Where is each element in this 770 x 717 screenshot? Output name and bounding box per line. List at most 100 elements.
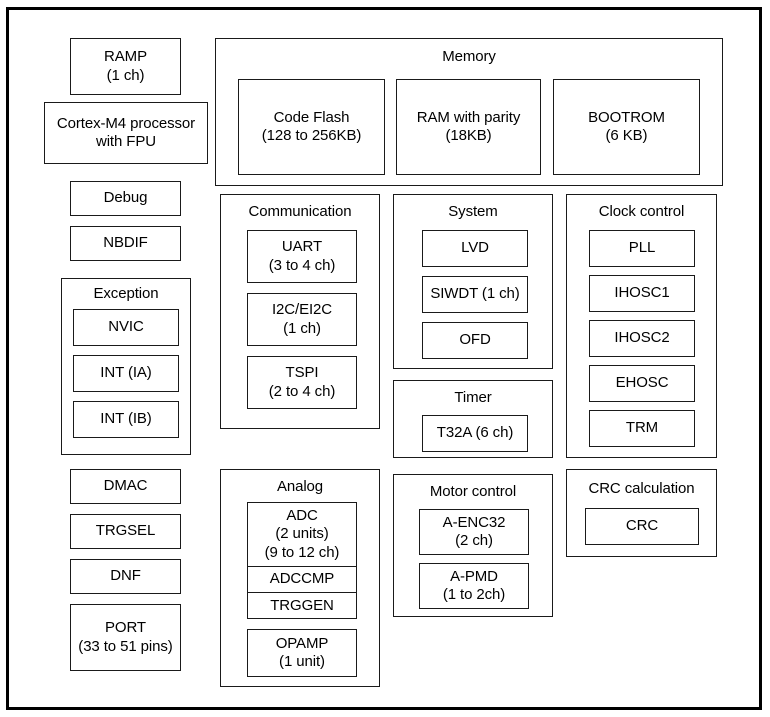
block-uart-line2: (3 to 4 ch) <box>268 256 336 274</box>
group-crc-calculation: CRC calculation CRC <box>566 469 717 557</box>
block-ofd: OFD <box>422 322 528 359</box>
block-nvic-label: NVIC <box>108 318 144 336</box>
group-timer: Timer T32A (6 ch) <box>393 380 553 458</box>
block-a-enc32-line1: A-ENC32 <box>442 513 506 531</box>
block-siwdt: SIWDT (1 ch) <box>422 276 528 313</box>
block-nvic: NVIC <box>73 309 179 346</box>
block-ramp-line2: (1 ch) <box>106 66 145 84</box>
block-opamp: OPAMP (1 unit) <box>247 629 357 677</box>
block-tspi-line1: TSPI <box>285 364 319 382</box>
block-opamp-line2: (1 unit) <box>279 653 325 670</box>
block-port-line1: PORT <box>105 619 146 637</box>
block-adc-line1: ADC <box>286 507 318 525</box>
group-system-caption: System <box>448 203 498 220</box>
block-debug-label: Debug <box>103 189 148 207</box>
block-a-pmd-line2: (1 to 2ch) <box>442 586 506 603</box>
chip-outer-frame: RAMP (1 ch) Cortex-M4 processor with FPU… <box>6 7 762 710</box>
block-dmac-label: DMAC <box>103 477 148 495</box>
block-ihosc2-label: IHOSC2 <box>614 329 670 347</box>
block-int-ib: INT (IB) <box>73 401 179 438</box>
block-ram-with-parity: RAM with parity (18KB) <box>396 79 541 175</box>
block-trggen-label: TRGGEN <box>270 596 334 614</box>
group-clock-control-caption: Clock control <box>598 203 685 220</box>
block-tspi-line2: (2 to 4 ch) <box>268 382 336 400</box>
block-uart: UART (3 to 4 ch) <box>247 230 357 283</box>
block-a-pmd: A-PMD (1 to 2ch) <box>419 563 529 609</box>
block-bootrom-line1: BOOTROM <box>588 108 665 126</box>
block-trm: TRM <box>589 410 695 447</box>
block-adc-stack: ADC (2 units) (9 to 12 ch) ADCCMP TRGGEN <box>247 502 357 619</box>
block-ihosc2: IHOSC2 <box>589 320 695 357</box>
block-t32a-label: T32A (6 ch) <box>436 424 514 442</box>
block-a-enc32-line2: (2 ch) <box>455 532 493 549</box>
block-bootrom-line2: (6 KB) <box>605 127 648 144</box>
block-ihosc1: IHOSC1 <box>589 275 695 312</box>
group-timer-caption: Timer <box>454 389 492 406</box>
block-i2c-line2: (1 ch) <box>283 319 321 337</box>
block-ehosc-label: EHOSC <box>615 374 669 392</box>
block-trgsel: TRGSEL <box>70 514 181 549</box>
block-crc-label: CRC <box>625 517 659 535</box>
block-adc: ADC (2 units) (9 to 12 ch) <box>248 503 356 567</box>
block-dnf: DNF <box>70 559 181 594</box>
block-ram-line1: RAM with parity <box>416 108 521 126</box>
block-port-line2: (33 to 51 pins) <box>78 637 173 655</box>
block-i2c-line1: I2C/EI2C <box>271 301 333 319</box>
block-cortex-m4-processor: Cortex-M4 processor with FPU <box>44 102 208 164</box>
block-ihosc1-label: IHOSC1 <box>614 284 670 302</box>
block-code-flash: Code Flash (128 to 256KB) <box>238 79 385 175</box>
block-int-ib-label: INT (IB) <box>100 410 152 428</box>
group-clock-control: Clock control PLL IHOSC1 IHOSC2 EHOSC TR… <box>566 194 717 458</box>
block-ramp-line1: RAMP <box>104 48 147 66</box>
block-code-flash-line2: (128 to 256KB) <box>261 127 362 144</box>
block-dnf-label: DNF <box>110 567 141 585</box>
group-system: System LVD SIWDT (1 ch) OFD <box>393 194 553 369</box>
group-exception: Exception NVIC INT (IA) INT (IB) <box>61 278 191 455</box>
group-motor-control: Motor control A-ENC32 (2 ch) A-PMD (1 to… <box>393 474 553 617</box>
block-ram-line2: (18KB) <box>445 127 492 144</box>
group-crc-caption: CRC calculation <box>588 480 695 497</box>
group-communication: Communication UART (3 to 4 ch) I2C/EI2C … <box>220 194 380 429</box>
block-trggen: TRGGEN <box>248 593 356 619</box>
block-adccmp: ADCCMP <box>248 567 356 593</box>
block-t32a: T32A (6 ch) <box>422 415 528 452</box>
block-nbdif-label: NBDIF <box>103 234 148 252</box>
block-dmac: DMAC <box>70 469 181 504</box>
block-a-enc32: A-ENC32 (2 ch) <box>419 509 529 555</box>
block-int-ia-label: INT (IA) <box>100 364 152 382</box>
group-exception-caption: Exception <box>93 285 159 302</box>
group-analog: Analog ADC (2 units) (9 to 12 ch) ADCCMP… <box>220 469 380 687</box>
block-siwdt-label: SIWDT (1 ch) <box>430 285 520 303</box>
block-cpu-line2: with FPU <box>95 133 157 150</box>
block-adccmp-label: ADCCMP <box>269 570 335 588</box>
block-trgsel-label: TRGSEL <box>95 522 156 540</box>
block-ofd-label: OFD <box>459 331 491 349</box>
block-nbdif: NBDIF <box>70 226 181 261</box>
block-tspi: TSPI (2 to 4 ch) <box>247 356 357 409</box>
block-adc-line3: (9 to 12 ch) <box>264 543 340 561</box>
block-debug: Debug <box>70 181 181 216</box>
block-cpu-line1: Cortex-M4 processor <box>56 114 196 132</box>
block-trm-label: TRM <box>625 419 659 437</box>
block-i2c-ei2c: I2C/EI2C (1 ch) <box>247 293 357 346</box>
group-communication-caption: Communication <box>248 203 352 220</box>
group-memory-caption: Memory <box>442 48 496 65</box>
block-lvd: LVD <box>422 230 528 267</box>
block-int-ia: INT (IA) <box>73 355 179 392</box>
block-opamp-line1: OPAMP <box>275 634 329 652</box>
block-code-flash-line1: Code Flash <box>273 108 350 126</box>
group-analog-caption: Analog <box>276 478 324 495</box>
block-pll: PLL <box>589 230 695 267</box>
block-adc-line2: (2 units) <box>275 525 329 543</box>
block-a-pmd-line1: A-PMD <box>450 567 498 585</box>
group-memory: Memory Code Flash (128 to 256KB) RAM wit… <box>215 38 723 186</box>
block-bootrom: BOOTROM (6 KB) <box>553 79 700 175</box>
group-motor-control-caption: Motor control <box>429 483 517 500</box>
block-lvd-label: LVD <box>461 239 489 257</box>
block-ehosc: EHOSC <box>589 365 695 402</box>
block-crc: CRC <box>585 508 699 545</box>
block-uart-line1: UART <box>281 238 323 256</box>
block-ramp: RAMP (1 ch) <box>70 38 181 95</box>
block-pll-label: PLL <box>628 239 656 257</box>
